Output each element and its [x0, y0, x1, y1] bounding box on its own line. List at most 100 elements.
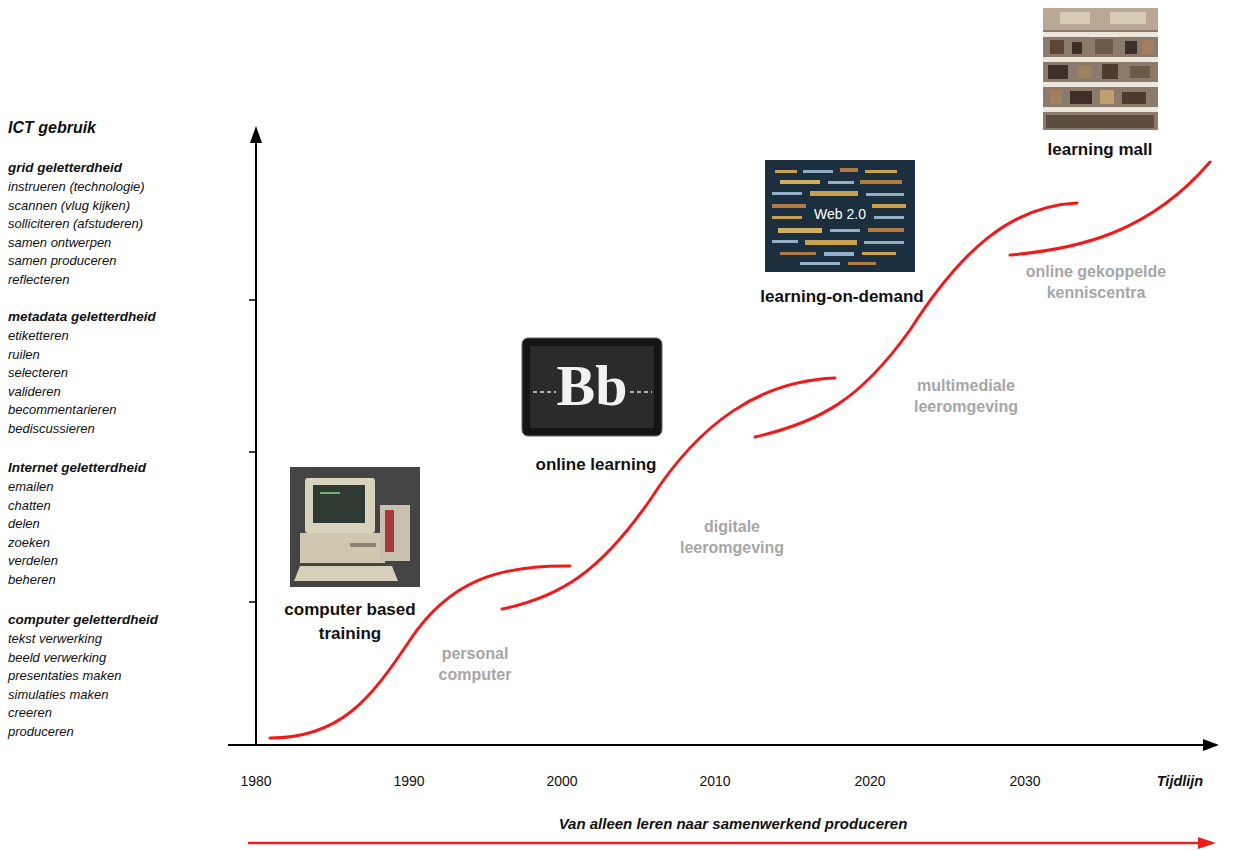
- s-curves: [270, 162, 1210, 738]
- axis-title: ICT gebruik: [8, 119, 96, 137]
- web2-cloud-picture-part: [772, 240, 798, 243]
- y-axis: [249, 126, 262, 746]
- x-axis-part: [1203, 739, 1219, 751]
- skill-item: becommentarieren: [8, 402, 116, 417]
- computer-picture-part: [294, 566, 398, 581]
- trend-arrow: [248, 837, 1216, 849]
- web2-cloud-picture-part: [800, 262, 840, 265]
- phase-label: digitale leeromgeving: [672, 516, 792, 558]
- mall-picture-part: [1043, 8, 1158, 130]
- web2-cloud-picture-part: [864, 241, 904, 244]
- computer-picture-part: [313, 485, 365, 523]
- web2-cloud-picture-part: [828, 181, 854, 184]
- skill-item: reflecteren: [8, 271, 69, 286]
- web2-cloud-picture-part: [772, 204, 806, 208]
- year-label: 2010: [699, 773, 730, 789]
- phase-label: online gekoppelde kenniscentra: [1016, 261, 1176, 303]
- mall-picture-part: [1095, 39, 1113, 54]
- web2-cloud-picture-part: [805, 240, 857, 245]
- skill-item: tekst verwerking: [8, 631, 102, 646]
- mall-picture-part: [1050, 40, 1064, 54]
- category-heading: metadata geletterdheid: [8, 309, 156, 324]
- web2-cloud-picture-part: [866, 193, 904, 196]
- phase-label: personal computer: [420, 643, 530, 685]
- mall-picture-part: [1043, 57, 1158, 62]
- category-heading: computer geletterdheid: [8, 612, 158, 627]
- y-axis-part: [249, 299, 256, 301]
- mall-picture-part: [1130, 66, 1150, 78]
- s-curves-part: [270, 566, 570, 738]
- web2-cloud-picture-part: [780, 252, 816, 255]
- skill-item: ruilen: [8, 346, 40, 361]
- mall-picture: [1043, 8, 1158, 130]
- phase-label: multimediale leeromgeving: [901, 375, 1031, 417]
- computer-picture-part: [305, 478, 375, 533]
- web2-cloud-picture-part: [824, 252, 854, 256]
- picture-node: online learning: [526, 338, 666, 477]
- skill-item: beheren: [8, 571, 56, 586]
- picture-node: learning-on-demand: [756, 160, 928, 309]
- web2-cloud-picture: [765, 160, 915, 272]
- mall-picture-part: [1070, 91, 1092, 104]
- web2-cloud-picture-part: [865, 170, 897, 173]
- mall-picture-part: [1122, 92, 1146, 104]
- computer-picture: [290, 467, 420, 587]
- trend-caption: Van alleen leren naar samenwerkend produ…: [559, 815, 908, 832]
- y-axis-part: [249, 601, 256, 603]
- blackboard-logo-part: [533, 391, 556, 393]
- skill-item: selecteren: [8, 365, 68, 380]
- mall-picture-part: [1072, 42, 1082, 54]
- mall-picture-part: [1125, 41, 1137, 54]
- skill-item: scannen (vlug kijken): [8, 197, 130, 212]
- picture-node: learning mall: [1043, 8, 1158, 162]
- picture-caption: learning-on-demand: [760, 285, 924, 309]
- blackboard-logo: [522, 338, 662, 436]
- x-axis: [228, 739, 1219, 751]
- skill-item: presentaties maken: [8, 668, 121, 683]
- computer-picture-part: [385, 510, 394, 552]
- web2-cloud-picture-part: [780, 180, 820, 184]
- web2-cloud-picture-part: [772, 192, 802, 195]
- skill-item: samen ontwerpen: [8, 234, 111, 249]
- trend-arrow-part: [1198, 837, 1216, 849]
- mall-picture-part: [1050, 90, 1062, 104]
- y-axis-part: [255, 140, 257, 746]
- axis-title: Tijdlijn: [1157, 773, 1203, 789]
- year-label: 1980: [240, 773, 271, 789]
- category-heading: grid geletterdheid: [8, 160, 122, 175]
- skill-item: verdelen: [8, 553, 58, 568]
- web2-cloud-picture-part: [840, 168, 858, 172]
- web2-cloud-picture-part: [803, 170, 833, 173]
- web2-cloud-picture-part: [848, 262, 876, 265]
- web2-cloud-picture-part: [830, 229, 860, 232]
- mall-picture-part: [1102, 64, 1118, 79]
- skill-item: samen produceren: [8, 253, 116, 268]
- skill-item: delen: [8, 516, 40, 531]
- skill-item: chatten: [8, 497, 51, 512]
- year-label: 2000: [546, 773, 577, 789]
- web2-cloud-picture-part: [772, 216, 802, 219]
- skill-item: instrueren (technologie): [8, 179, 145, 194]
- y-axis-part: [249, 451, 256, 453]
- s-curves-part: [1010, 162, 1210, 255]
- computer-picture-part: [290, 467, 420, 587]
- logo-text: Bb: [557, 357, 628, 415]
- skill-item: simulaties maken: [8, 686, 108, 701]
- web2-cloud-picture-part: [862, 252, 896, 255]
- mall-picture-part: [1043, 82, 1158, 87]
- skill-item: creeren: [8, 705, 52, 720]
- web2-cloud-picture-part: [872, 204, 906, 208]
- web2-cloud-picture-part: [868, 228, 904, 232]
- mall-picture-part: [1043, 107, 1158, 112]
- mall-picture-part: [1060, 12, 1090, 24]
- blackboard-logo-part: [630, 391, 652, 393]
- mall-picture-part: [1046, 115, 1154, 128]
- mall-picture-part: [1078, 66, 1092, 78]
- mall-picture-part: [1043, 8, 1158, 30]
- web2-cloud-picture-part: [775, 170, 797, 173]
- computer-picture-part: [320, 492, 340, 494]
- skill-item: solliciteren (afstuderen): [8, 216, 143, 231]
- mall-picture-part: [1142, 40, 1154, 54]
